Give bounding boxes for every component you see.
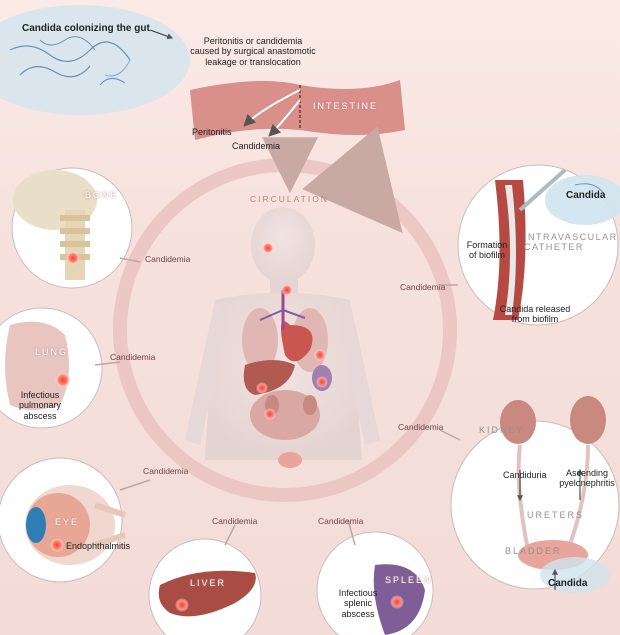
gut-arrow: [149, 29, 174, 40]
circulation-title: CIRCULATION: [250, 194, 329, 204]
connectors: [94, 257, 461, 546]
lung-label-line-1: Infectious: [20, 390, 60, 400]
eye-title: EYE: [55, 517, 80, 527]
intestine-title: INTESTINE: [313, 101, 379, 111]
lung-panel: [0, 307, 103, 429]
peritonitis-label: Peritonitis: [192, 127, 232, 137]
formation-line-2: of biofilm: [468, 250, 505, 261]
ascending-line-2: pyelonephritis: [559, 478, 615, 489]
biofilm-formation-label: Formation of biofilm: [462, 240, 512, 261]
spleen-candidemia-link: Candidemia: [318, 516, 364, 526]
spleen-label-line-3: abscess: [341, 608, 375, 619]
lung-label-line-2: pulmonary: [18, 400, 62, 411]
catheter-candidemia-link: Candidemia: [400, 282, 446, 292]
ascending-pyelonephritis-label: Ascending pyelonephritis: [548, 468, 620, 489]
bone-panel: [11, 167, 133, 289]
eye-candidemia-link: Candidemia: [143, 466, 189, 476]
caption-line-2: caused by surgical anastomotic: [190, 46, 316, 57]
candida-released-label: Candida released from biofilm: [490, 304, 580, 325]
eye-panel: [0, 457, 126, 583]
peritonitis-caption: Peritonitis or candidemia caused by surg…: [178, 36, 328, 67]
catheter-title-line-2: CATHETER: [524, 242, 584, 252]
gut-colonization-area: [0, 5, 190, 115]
kidney-panel: [450, 396, 620, 593]
catheter-title: INTRAVASCULAR CATHETER: [524, 232, 618, 252]
splenic-abscess-label: Infectious splenic abscess: [333, 588, 383, 619]
endophthalmitis-label: Endophthalmitis: [66, 541, 131, 551]
candidemia-top-label: Candidemia: [232, 141, 281, 151]
liver-candidemia-link: Candidemia: [212, 516, 258, 526]
kidney-candidemia-link: Candidemia: [398, 422, 444, 432]
kidney-candida-label: Candida: [548, 578, 588, 589]
liver-title: LIVER: [190, 578, 227, 588]
bladder-title: BLADDER: [505, 546, 562, 556]
lung-candidemia-link: Candidemia: [110, 352, 156, 362]
spleen-panel: [316, 531, 434, 635]
body-silhouette: [185, 207, 380, 468]
candiduria-label: Candiduria: [503, 470, 547, 480]
bone-candidemia-link: Candidemia: [145, 254, 191, 264]
spleen-title: SPLEEN: [385, 575, 433, 585]
lung-abscess-label: Infectious pulmonary abscess: [10, 390, 70, 421]
kidney-title: KIDNEY: [479, 425, 525, 435]
lung-title: LUNG: [35, 347, 69, 357]
released-line-2: from biofilm: [511, 314, 559, 325]
spleen-label-line-2: splenic: [343, 598, 372, 609]
caption-line-1: Peritonitis or candidemia: [203, 36, 303, 46]
formation-line-1: Formation: [466, 240, 508, 250]
catheter-panel: [457, 164, 620, 326]
bone-title: BONE: [85, 190, 119, 200]
lung-label-line-3: abscess: [23, 410, 57, 421]
catheter-title-line-1: INTRAVASCULAR: [524, 232, 618, 242]
caption-line-3: leakage or translocation: [205, 56, 301, 67]
candida-gut-label: Candida colonizing the gut: [22, 23, 150, 34]
catheter-candida-label: Candida: [566, 190, 606, 201]
ascending-line-1: Ascending: [565, 468, 609, 478]
intestine-illustration: [190, 80, 405, 140]
spleen-label-line-1: Infectious: [338, 588, 378, 598]
ureters-title: URETERS: [527, 510, 585, 520]
circulation-arrow: [302, 126, 403, 234]
released-line-1: Candida released: [499, 304, 571, 314]
liver-panel: [148, 538, 262, 635]
